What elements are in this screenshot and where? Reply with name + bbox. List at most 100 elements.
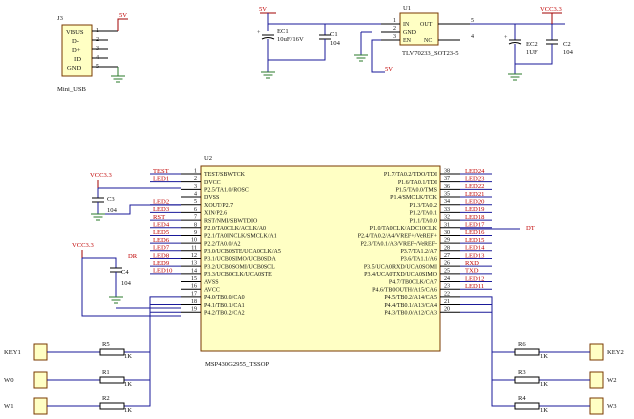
input-connector	[33, 343, 48, 361]
u2-pin-name: XOUT/P2.7	[204, 203, 233, 209]
u2-net-label: LED13	[465, 252, 485, 259]
c2-value: 104	[563, 49, 574, 56]
u2-pin-name: P2.5/TA1.0/ROSC	[204, 188, 249, 194]
power-output-section: VCC3.3 + EC2 1UF C2 104	[470, 6, 574, 81]
u2-pin-number: 24	[444, 276, 450, 282]
u2-decoupling: VCC3.3 C3 104 VCC3.3 C4 104 DR DT	[72, 172, 535, 317]
u2-pin-number: 17	[191, 291, 197, 297]
u2-net-label: LED11	[465, 283, 484, 290]
u2-net-label: LED23	[465, 175, 485, 182]
vcc-net-label-b: VCC3.3	[72, 242, 95, 249]
u2-pin-number: 20	[444, 307, 450, 313]
u2-pin-name: P2.1/TA0INCLK/SMCLK/A1	[204, 234, 277, 240]
u2-pin-number: 36	[444, 184, 450, 190]
u1-pin-number: 5	[471, 18, 474, 24]
u2-pin-name: RST/NMI/SBWTDIO	[204, 218, 258, 224]
u2-net-label: LED10	[153, 268, 173, 275]
u2-pin-number: 5	[194, 199, 197, 205]
u2-pin-number: 25	[444, 268, 450, 274]
u2-right-pins: 38P1.7/TA0.2/TDO/TDILED2437P1.6/TA0.1/TD…	[358, 168, 492, 316]
u2-net-label: LED18	[465, 214, 485, 221]
u2-pin-number: 14	[191, 268, 197, 274]
en-5v-net: 5V	[385, 66, 393, 73]
j3-ref: J3	[57, 15, 64, 22]
resistor-ref: R1	[102, 369, 110, 376]
u2-pin-number: 18	[191, 299, 197, 305]
resistor-ref: R5	[102, 341, 110, 348]
u2-pin-name: P2.2/TA0.0/A2	[204, 241, 241, 247]
u1-pin-name: OUT	[420, 22, 433, 28]
u2-pin-number: 15	[191, 276, 197, 282]
u1-ref: U1	[403, 5, 411, 12]
j3-value: Mini_USB	[57, 86, 87, 93]
c3-ref: C3	[107, 196, 115, 203]
vcc-net-label: VCC3.3	[540, 6, 563, 13]
u2-pin-number: 6	[194, 207, 197, 213]
u2-pin-number: 33	[444, 207, 450, 213]
u2-pin-name: DVCC	[204, 180, 221, 186]
resistor	[514, 348, 540, 356]
u2-pin-number: 31	[444, 222, 450, 228]
u2-pin-name: P3.7/TA1.2/A7	[400, 249, 437, 255]
u2-pin-name: TEST/SBWTCK	[204, 172, 246, 178]
u2-pin-number: 23	[444, 284, 450, 290]
input-label: W1	[4, 403, 14, 410]
resistor-value: 1K	[124, 381, 132, 388]
u2-mcu: U2 MSP430G2955_TSSOP 1TEST/SBWTCKTEST2DV…	[150, 155, 492, 368]
input-wire	[47, 311, 181, 407]
u1-value: TLV70233_SOT23-5	[402, 50, 459, 57]
u2-value: MSP430G2955_TSSOP	[205, 361, 269, 368]
u2-pin-name: P3.3/UCB0CLK/UCA0STE	[204, 272, 272, 278]
u2-net-label: LED24	[465, 168, 485, 175]
u2-pin-number: 30	[444, 230, 450, 236]
resistor	[99, 348, 125, 356]
u2-pin-name: P4.2/TB0.2/CA2	[204, 310, 245, 316]
u2-pin-name: P1.0/TA0CLK/ADC10CLK	[370, 226, 438, 232]
u1-pin-number: 4	[471, 34, 474, 40]
u2-pin-name: P1.5/TA0.0/TMS	[395, 188, 437, 194]
u2-net-label: LED4	[153, 222, 170, 229]
u2-pin-number: 12	[191, 253, 197, 259]
u2-pin-number: 3	[194, 184, 197, 190]
j3-connector: J3 Mini_USB VBUS D- D+ ID GND 1 2 3 4 5 …	[57, 12, 128, 93]
input-wire	[460, 311, 590, 407]
u2-pin-name: P1.6/TA0.1/TDI	[398, 180, 437, 186]
c2-ref: C2	[563, 41, 571, 48]
input-label: W3	[607, 403, 617, 410]
input-connector	[33, 397, 48, 415]
u2-ref: U2	[204, 155, 212, 162]
j3-5v-net: 5V	[119, 12, 127, 19]
resistor-ref: R2	[102, 395, 110, 402]
u2-pin-name: P4.4/TB0.1/A13/CA4	[384, 303, 437, 309]
u2-pin-number: 11	[191, 245, 197, 251]
u2-net-label: LED14	[465, 245, 485, 252]
u2-pin-name: AVCC	[204, 287, 220, 293]
u2-net-label: LED1	[153, 175, 169, 182]
ec2-value: 1UF	[526, 49, 538, 56]
u2-pin-number: 19	[191, 307, 197, 313]
u1-pin-name: GND	[403, 30, 417, 36]
input-connector	[589, 343, 604, 361]
input-label: W2	[607, 377, 617, 384]
ec1-ref: EC1	[277, 28, 289, 35]
j3-pin-label: D+	[72, 47, 81, 54]
resistor-value: 1K	[540, 353, 548, 360]
u2-pin-name: P4.1/TB0.1/CA1	[204, 303, 245, 309]
input-connector	[33, 371, 48, 389]
c4-value: 104	[121, 280, 132, 287]
u2-pin-name: P3.5/UCA0RXD/UCA0SOMI	[364, 264, 437, 270]
u1-pin-name: NC	[424, 38, 432, 44]
u2-pin-name: P3.1/UCB0SIMO/UCB0SDA	[204, 257, 277, 263]
j3-pin-label: VBUS	[66, 29, 84, 36]
ec2-ref: EC2	[526, 41, 538, 48]
u2-pin-number: 21	[444, 299, 450, 305]
j3-body	[61, 24, 93, 77]
input-label: KEY1	[4, 349, 21, 356]
u2-net-label: LED12	[465, 275, 484, 282]
vin-net-label: 5V	[259, 6, 267, 13]
u2-pin-number: 10	[191, 238, 197, 244]
input-wire	[47, 296, 181, 353]
u2-pin-name: P1.1/TA0.0	[409, 218, 437, 224]
input-connector	[589, 371, 604, 389]
u2-pin-number: 26	[444, 261, 450, 267]
